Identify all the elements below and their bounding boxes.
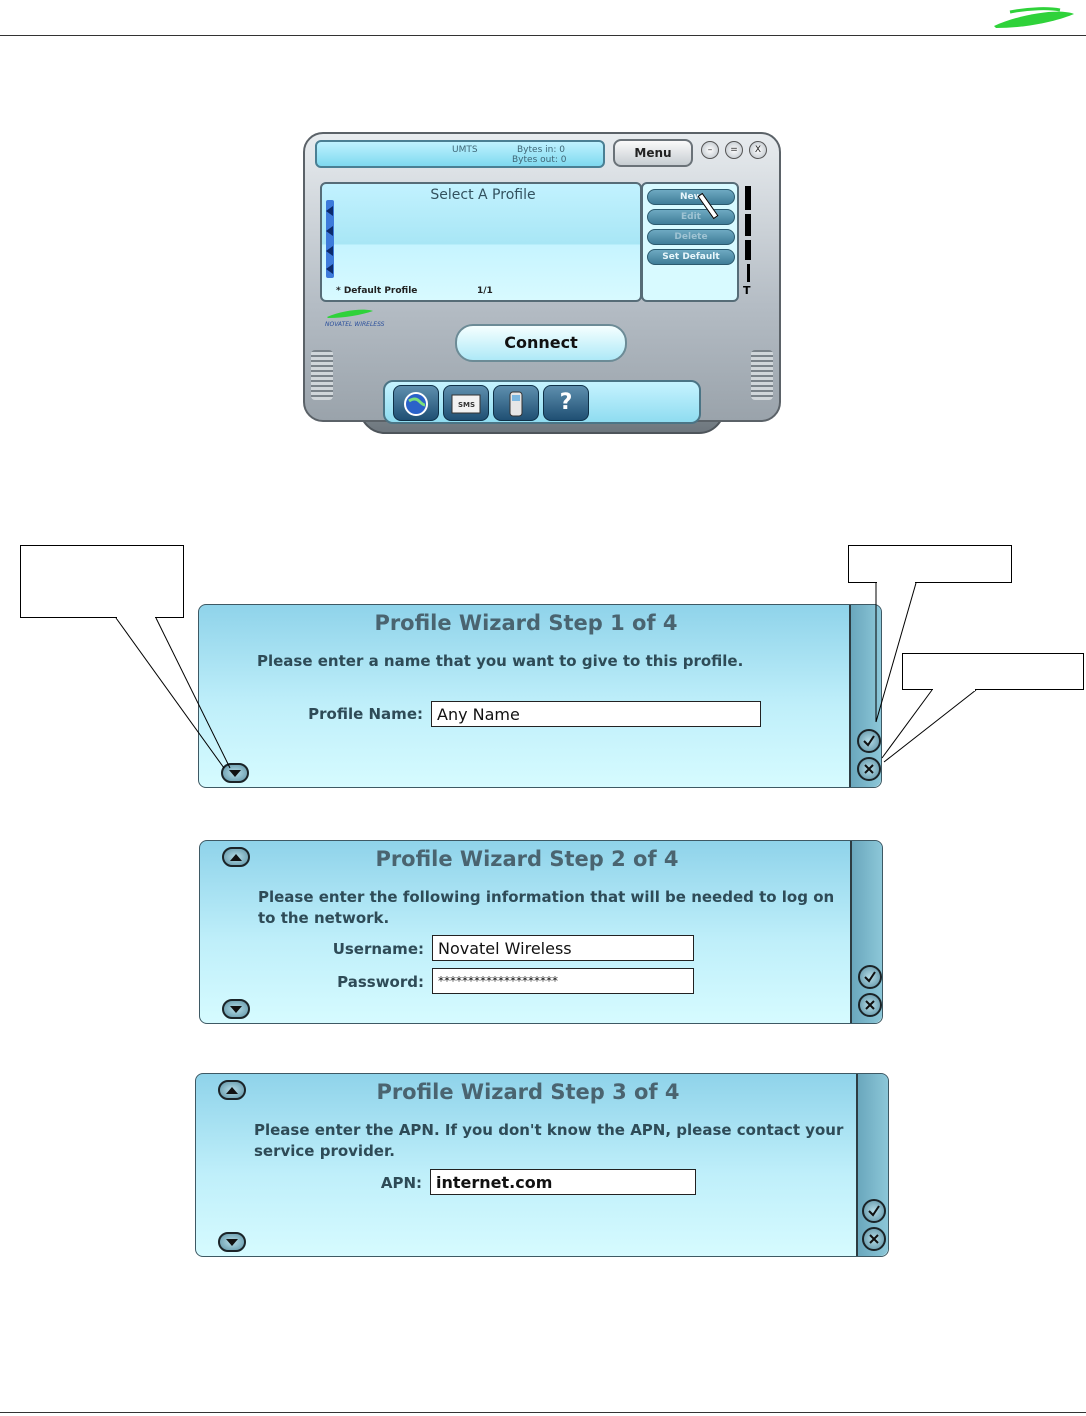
wizard-message: Please enter a name that you want to giv… [257, 652, 744, 670]
arrow-left-icon [326, 246, 333, 256]
profile-list-title: Select A Profile [430, 187, 536, 203]
bytes-in: Bytes in: 0 [517, 145, 565, 155]
finish-button[interactable] [858, 965, 882, 989]
profile-actions: New Edit Delete Set Default [641, 182, 739, 302]
set-default-button[interactable]: Set Default [647, 249, 735, 265]
default-profile-note: * Default Profile [336, 286, 418, 296]
checkmark-icon [864, 971, 876, 983]
arrow-left-icon [326, 206, 333, 216]
arrow-down-icon [229, 770, 241, 777]
status-bar: UMTS Bytes in: 0 Bytes out: 0 [315, 140, 605, 168]
arrow-up-icon [226, 1087, 238, 1094]
password-input[interactable] [432, 968, 694, 994]
brand-text: NOVATEL WIRELESS [325, 321, 385, 328]
svg-text:SMS: SMS [458, 401, 475, 409]
profile-name-label: Profile Name: [308, 705, 423, 723]
header-rule [0, 35, 1086, 36]
right-vent [751, 350, 773, 400]
password-label: Password: [337, 973, 424, 991]
help-button[interactable]: ? [543, 385, 589, 421]
finish-button[interactable] [862, 1199, 886, 1223]
company-logo-icon [994, 7, 1074, 28]
network-mode: UMTS [452, 145, 478, 155]
checkmark-icon [863, 735, 875, 747]
wizard-title: Profile Wizard Step 3 of 4 [376, 1080, 680, 1104]
connect-button[interactable]: Connect [455, 324, 627, 362]
wizard-title: Profile Wizard Step 2 of 4 [375, 847, 679, 871]
phone-button[interactable] [493, 385, 539, 421]
new-profile-button[interactable]: New [647, 189, 735, 205]
previous-step-button[interactable] [222, 847, 250, 867]
brand-swoosh-icon [327, 309, 373, 318]
arrow-down-icon [230, 1006, 242, 1013]
scroll-strip[interactable] [326, 200, 334, 278]
profile-list[interactable]: Select A Profile * Default Profile 1/1 [320, 182, 642, 302]
sms-envelope-icon: SMS [451, 394, 481, 414]
wizard-side-bar [850, 841, 882, 1023]
arrow-left-icon [326, 264, 333, 274]
callout-box-left [20, 545, 184, 618]
connection-manager-window: UMTS Bytes in: 0 Bytes out: 0 Menu – = X… [303, 132, 781, 437]
profile-count: 1/1 [477, 286, 493, 296]
username-label: Username: [332, 940, 424, 958]
profile-wizard-step-2: Profile Wizard Step 2 of 4 Please enter … [199, 840, 883, 1024]
signal-label: T [743, 284, 751, 297]
previous-step-button[interactable] [218, 1080, 246, 1100]
wizard-message: Please enter the following information t… [258, 888, 835, 927]
minimize-button[interactable]: – [701, 141, 719, 159]
next-step-button[interactable] [221, 763, 249, 783]
left-vent [311, 350, 333, 400]
next-step-button[interactable] [222, 999, 250, 1019]
bytes-out: Bytes out: 0 [512, 155, 567, 165]
wizard-title: Profile Wizard Step 1 of 4 [374, 611, 678, 635]
sms-button[interactable]: SMS [443, 385, 489, 421]
delete-profile-button[interactable]: Delete [647, 229, 735, 245]
close-button[interactable]: X [749, 141, 767, 159]
cancel-button[interactable] [857, 757, 881, 781]
profile-wizard-step-3: Profile Wizard Step 3 of 4 Please enter … [195, 1073, 889, 1257]
cancel-button[interactable] [862, 1227, 886, 1251]
phone-icon [509, 391, 523, 417]
signal-strength-meter: T [743, 186, 753, 298]
footer-rule [0, 1412, 1086, 1413]
close-x-icon [865, 1000, 875, 1010]
apn-input[interactable] [430, 1169, 696, 1195]
arrow-down-icon [226, 1239, 238, 1246]
checkmark-icon [868, 1205, 880, 1217]
brand-badge: NOVATEL WIRELESS [325, 307, 385, 333]
username-input[interactable] [432, 935, 694, 961]
menu-button[interactable]: Menu [613, 139, 693, 167]
tray-button[interactable]: = [725, 141, 743, 159]
arrow-left-icon [326, 226, 333, 236]
close-x-icon [864, 764, 874, 774]
wizard-side-bar [856, 1074, 888, 1256]
close-x-icon [869, 1234, 879, 1244]
next-step-button[interactable] [218, 1232, 246, 1252]
apn-label: APN: [380, 1174, 422, 1192]
callout-box-cancel [902, 653, 1084, 690]
edit-profile-button[interactable]: Edit [647, 209, 735, 225]
wizard-message: Please enter the APN. If you don't know … [254, 1121, 844, 1160]
tool-bar: SMS ? [383, 380, 701, 424]
callout-box-finish [848, 545, 1012, 583]
arrow-up-icon [230, 854, 242, 861]
finish-button[interactable] [857, 729, 881, 753]
profile-name-input[interactable] [431, 701, 761, 727]
profile-wizard-step-1: Profile Wizard Step 1 of 4 Please enter … [198, 604, 882, 788]
globe-icon [404, 392, 428, 416]
cancel-button[interactable] [858, 993, 882, 1017]
internet-globe-button[interactable] [393, 385, 439, 421]
